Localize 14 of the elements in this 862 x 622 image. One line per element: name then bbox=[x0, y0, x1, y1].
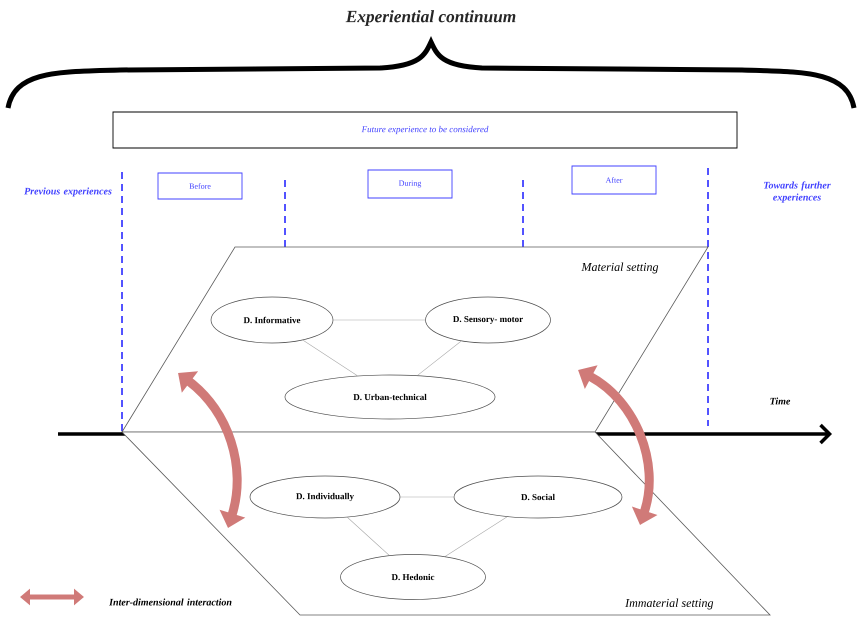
plain-box: Future experience to be considered bbox=[112, 112, 738, 148]
side-label: Previous experiences bbox=[24, 187, 112, 197]
title: Experiential continuum bbox=[346, 10, 516, 26]
phase-box: After bbox=[572, 166, 656, 194]
side-label: Towards further experiences bbox=[764, 181, 831, 203]
phase-box: Before bbox=[158, 172, 242, 200]
connector-line bbox=[417, 340, 462, 376]
connector-line bbox=[347, 517, 390, 556]
node-label: Immaterial setting bbox=[625, 598, 714, 610]
side-label: Time bbox=[770, 397, 790, 405]
connector-line bbox=[400, 496, 454, 498]
connector-line bbox=[444, 516, 508, 557]
connector-line bbox=[302, 340, 358, 376]
phase-box: During bbox=[368, 170, 452, 198]
